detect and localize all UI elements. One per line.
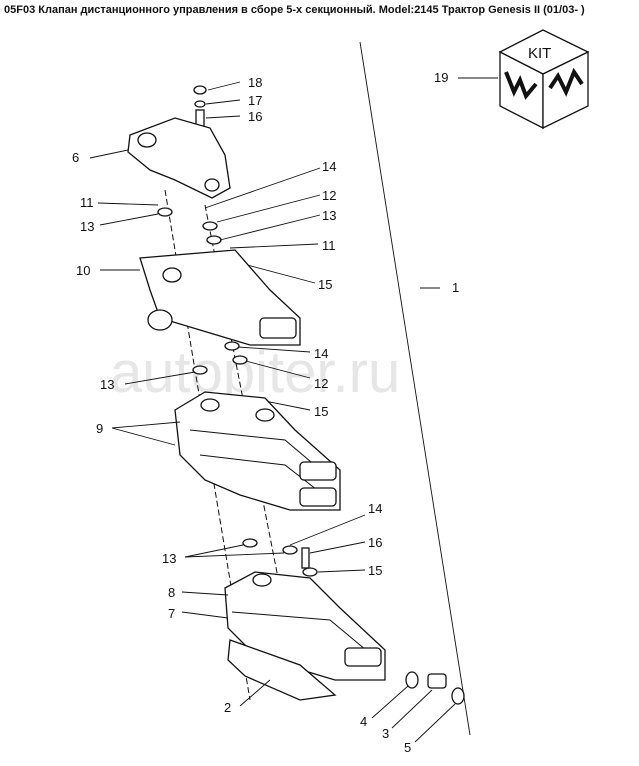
oring-13c <box>192 365 208 375</box>
leader-2 <box>239 679 271 707</box>
leader-12a <box>216 194 321 223</box>
callout-5: 5 <box>404 740 411 755</box>
oring-13e <box>282 545 298 555</box>
leader-12b <box>241 359 311 379</box>
leader-11a <box>97 202 159 206</box>
part-5-seal <box>451 687 465 705</box>
callout-14c: 14 <box>368 501 382 516</box>
leader-13b <box>219 214 321 241</box>
leader-13e <box>184 552 285 558</box>
outlet-valve <box>344 647 382 667</box>
callout-2: 2 <box>224 700 231 715</box>
callout-11a: 11 <box>80 195 94 210</box>
oring-14b <box>224 341 240 351</box>
callout-3: 3 <box>382 726 389 741</box>
callout-12a: 12 <box>322 188 336 203</box>
leader-15c <box>317 569 366 573</box>
leader-5 <box>414 703 456 743</box>
kit-label: KIT <box>528 45 551 62</box>
inlet-port <box>147 309 173 331</box>
callout-13b: 13 <box>322 208 336 223</box>
callout-18: 18 <box>248 75 262 90</box>
callout-15c: 15 <box>368 563 382 578</box>
callout-14b: 14 <box>314 346 328 361</box>
callout-13a: 13 <box>80 219 94 234</box>
part-16-bolt-lower <box>301 547 310 569</box>
leader-11b <box>229 243 319 249</box>
leader-4 <box>371 685 409 719</box>
leader-14c <box>289 514 366 546</box>
section-valve-2 <box>299 487 337 507</box>
leader-16a <box>205 115 241 119</box>
assembly-bracket-line <box>359 41 471 736</box>
oring-13b <box>206 235 222 245</box>
callout-15b: 15 <box>314 404 328 419</box>
section-port <box>255 408 275 422</box>
callout-14a: 14 <box>322 159 336 174</box>
callout-12b: 12 <box>314 376 328 391</box>
leader-14a <box>204 167 321 209</box>
callout-15a: 15 <box>318 277 332 292</box>
section-valve-1 <box>299 461 337 481</box>
part-15-nut-lower <box>302 567 318 577</box>
callout-16b: 16 <box>368 535 382 550</box>
kit-cube-icon[interactable]: KIT <box>498 29 590 130</box>
leader-13d <box>184 544 244 558</box>
oring-12a <box>202 221 218 231</box>
part-4-seal <box>405 671 419 689</box>
oring-13a <box>157 207 173 217</box>
callout-16a: 16 <box>248 109 262 124</box>
part-17-washer <box>194 100 206 108</box>
callout-8: 8 <box>168 585 175 600</box>
callout-7: 7 <box>168 606 175 621</box>
part-9-working-sections <box>174 391 341 511</box>
oring-13d <box>242 538 258 548</box>
leader-13c <box>124 371 196 385</box>
cover-boss <box>137 132 157 148</box>
callout-6: 6 <box>72 150 79 165</box>
leader-7 <box>181 611 229 619</box>
leader-17 <box>205 99 241 105</box>
part-2-bracket <box>227 639 337 701</box>
section-boss <box>200 398 220 412</box>
callout-1: 1 <box>452 280 459 295</box>
leader-3 <box>391 689 433 729</box>
part-18-nut <box>193 85 207 95</box>
callout-11b: 11 <box>322 238 336 253</box>
part-3-plug <box>427 673 447 689</box>
callout-19: 19 <box>434 70 448 85</box>
callout-10: 10 <box>76 263 90 278</box>
callout-9: 9 <box>96 421 103 436</box>
leader-16b <box>309 541 366 554</box>
callout-17: 17 <box>248 93 262 108</box>
leader-9b <box>111 427 176 446</box>
callout-13d: 13 <box>162 551 176 566</box>
leader-9a <box>111 421 181 429</box>
leader-14b <box>237 346 311 353</box>
oring-12b <box>232 355 248 365</box>
inlet-boss <box>162 267 182 283</box>
watermark-text: autopiter.ru <box>110 340 400 405</box>
outlet-seam <box>231 611 379 661</box>
cover-port <box>204 178 220 192</box>
leader-18 <box>207 81 241 91</box>
callout-13c: 13 <box>100 377 114 392</box>
leader-13a <box>99 213 159 226</box>
inlet-valve <box>259 317 297 339</box>
callout-4: 4 <box>360 714 367 729</box>
leader-6 <box>89 149 129 159</box>
diagram-title: 05F03 Клапан дистанционного управления в… <box>4 4 585 16</box>
outlet-boss <box>252 573 272 587</box>
leader-8 <box>181 591 229 596</box>
